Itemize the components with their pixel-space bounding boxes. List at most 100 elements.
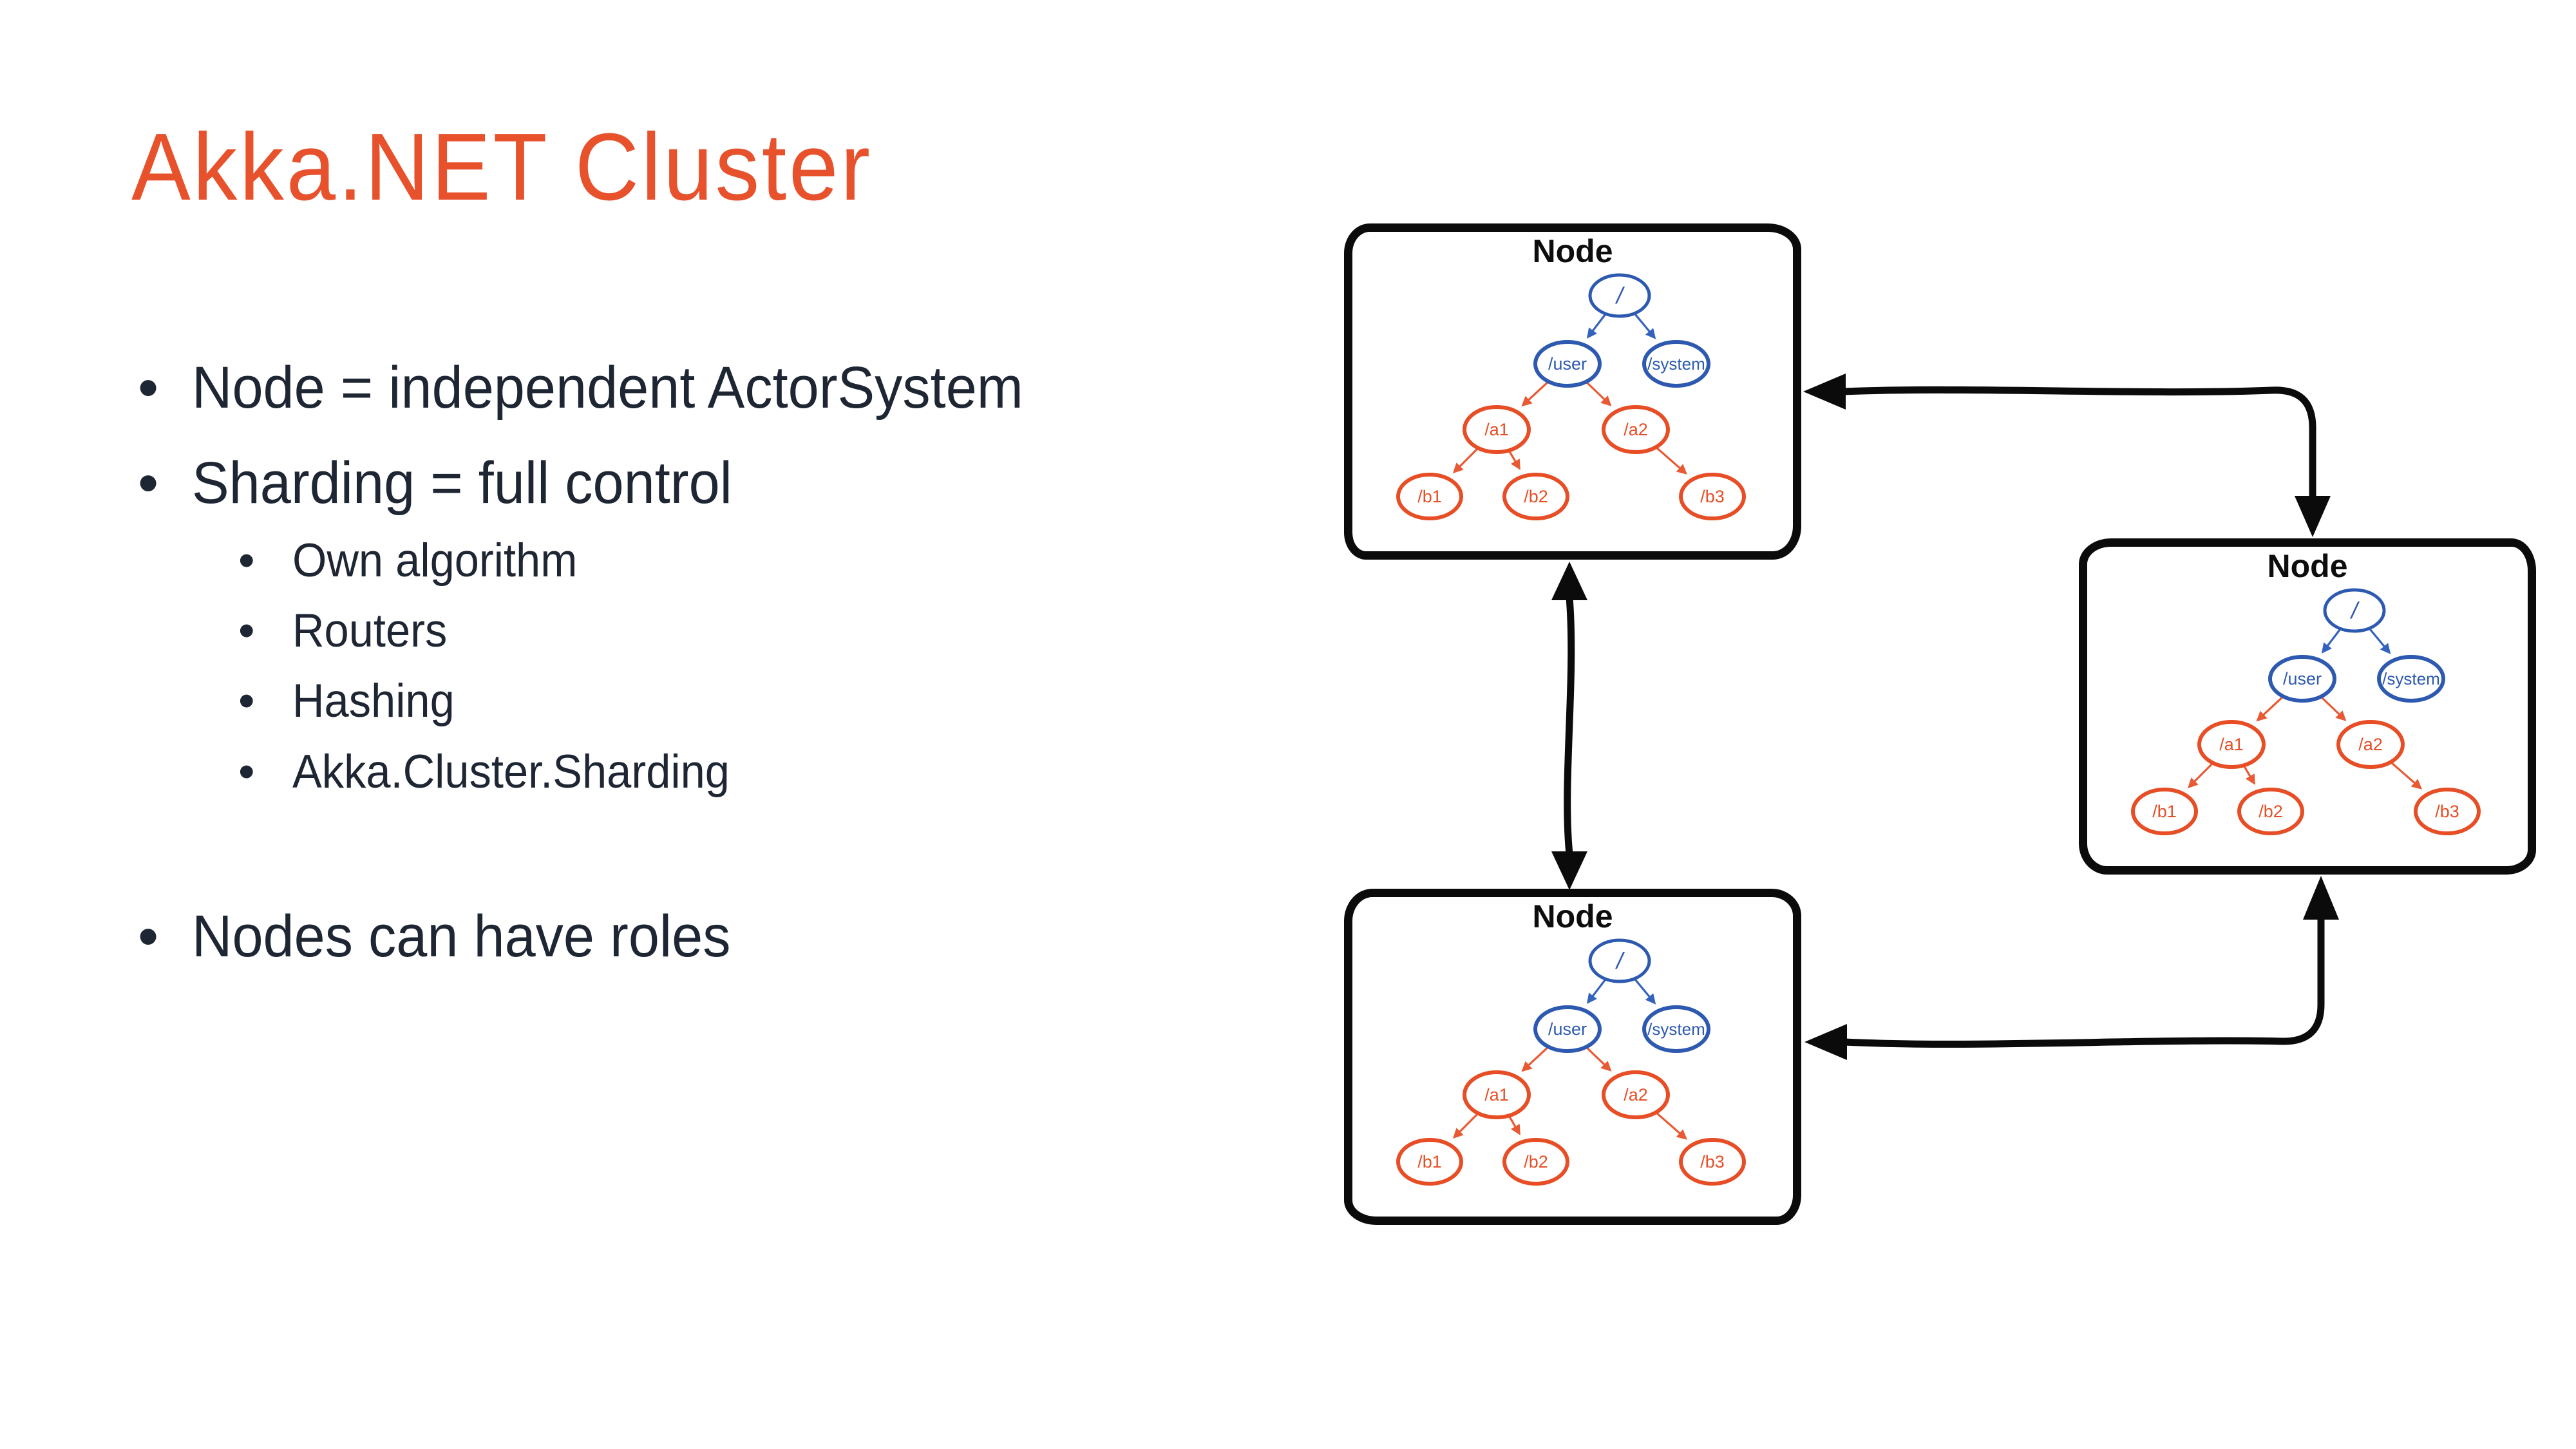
actor-edge-user-a1 [1521,381,1548,407]
actor-ellipse-b2 [2237,788,2304,835]
actor-label-a1: /a1 [2219,735,2244,754]
arrowhead-left2 [1804,1024,1847,1060]
connector-top-bottom [1564,594,1575,858]
actor-edge-user-a2 [2321,697,2347,721]
bullet-label: Akka.Cluster.Sharding [292,746,730,798]
actor-ellipse-a2 [1602,405,1670,454]
node-box-title: Node [1532,898,1613,934]
actor-label-b2: /b2 [1524,487,1548,506]
actor-ellipse-b3 [1679,1138,1746,1186]
bullet-dot: • [138,450,159,516]
actor-edge-a1-b1 [1452,1113,1478,1139]
actor-label-root: / [1615,948,1625,974]
actor-ellipse-system [2377,655,2445,703]
bullet-dot: • [138,355,159,421]
actor-tree: //user/system/a1/a2/b1/b2/b3 [2131,588,2481,835]
actor-edge-user-a2 [1586,382,1612,406]
actor-ellipse-user [1533,340,1602,388]
actor-label-a2: /a2 [1624,1085,1648,1104]
actor-ellipse-a1 [1463,405,1531,454]
slide-title: Akka.NET Cluster [131,114,873,220]
bullet-item: • Nodes can have roles [131,900,765,972]
actor-ellipse-b3 [2414,788,2481,835]
actor-ellipse-a2 [1602,1070,1670,1119]
actor-label-system: /system [2382,669,2440,688]
bullet-label: Node = independent ActorSystem [192,355,1023,421]
actor-tree: //user/system/a1/a2/b1/b2/b3 [1396,273,1746,520]
connector-right-bottom [1841,914,2325,1048]
actor-edge-user-a1 [1521,1046,1548,1072]
bullet-label: Hashing [292,675,455,727]
actor-ellipse-a1 [1463,1070,1531,1119]
node-box-title: Node [2267,548,2348,584]
bullet-item: • Akka.Cluster.Sharding [229,741,757,803]
actor-ellipse-system [1642,340,1710,388]
actor-ellipse-root [2323,588,2386,633]
bullet-label: Own algorithm [292,535,578,587]
actor-label-a1: /a1 [1484,1085,1509,1104]
arrowhead-left [1803,374,1846,410]
bullet-item: • Node = independent ActorSystem [131,352,1076,424]
bullet-item: • Hashing [229,670,465,732]
actor-label-a2: /a2 [1624,420,1648,439]
bullet-item: • Sharding = full control [131,447,766,519]
actor-ellipse-user [1533,1005,1602,1053]
bullet-item: • Own algorithm [229,530,596,592]
actor-edge-a1-b2 [1508,451,1520,470]
actor-ellipse-a2 [2336,720,2405,769]
actor-ellipse-b3 [1679,473,1746,520]
actor-edge-user-a2 [1586,1047,1612,1072]
actor-label-root: / [1615,283,1625,309]
arrowhead-down2 [2295,496,2331,537]
connector-right-top [1839,386,2316,501]
actor-edge-user-a1 [2256,696,2283,722]
actor-ellipse-user [2268,655,2336,703]
node-box-bottom: Node //user/system/a1/a2/b1/b2/b3 [1344,889,1801,1225]
actor-edge-a1-b2 [2243,766,2255,785]
actor-ellipse-b1 [1396,1138,1463,1186]
bullet-dot: • [238,675,255,727]
node-box-right: Node //user/system/a1/a2/b1/b2/b3 [2079,538,2536,875]
actor-tree: //user/system/a1/a2/b1/b2/b3 [1396,938,1746,1186]
actor-ellipse-a1 [2197,720,2266,769]
actor-edge-a2-b3 [1656,1112,1688,1140]
actor-label-user: /user [2283,669,2322,688]
bullet-label: Nodes can have roles [192,904,731,969]
arrowhead-down [1551,851,1587,890]
arrowhead-up [1551,562,1587,600]
actor-label-b3: /b3 [2435,802,2459,821]
bullet-label: Routers [292,605,448,657]
actor-label-b3: /b3 [1700,1152,1725,1171]
actor-label-a2: /a2 [2358,735,2383,754]
actor-edge-root-system [1634,314,1656,339]
actor-ellipse-root [1588,938,1651,983]
actor-label-b3: /b3 [1700,487,1725,506]
actor-edge-a1-b2 [1508,1116,1520,1135]
actor-label-user: /user [1548,1019,1587,1039]
actor-label-b2: /b2 [2259,802,2283,821]
actor-ellipse-root [1588,273,1651,318]
actor-edge-a1-b1 [1452,448,1478,474]
actor-edge-a2-b3 [2391,762,2423,790]
actor-edge-root-system [1634,979,1656,1005]
node-box-top: Node //user/system/a1/a2/b1/b2/b3 [1344,223,1801,560]
arrowhead-up2 [2303,876,2339,920]
actor-edge-root-user [1586,979,1606,1004]
actor-edge-a2-b3 [1656,447,1688,475]
actor-label-user: /user [1548,354,1587,374]
node-box-title: Node [1532,233,1613,269]
actor-label-b1: /b1 [1417,1152,1442,1171]
actor-ellipse-b2 [1502,1138,1569,1186]
actor-edge-root-user [1586,314,1606,339]
actor-ellipse-b2 [1502,473,1569,520]
bullet-dot: • [238,535,255,587]
actor-ellipse-system [1642,1005,1710,1053]
actor-label-b1: /b1 [2152,802,2177,821]
actor-edge-root-user [2321,629,2341,654]
actor-label-b1: /b1 [1417,487,1442,506]
actor-ellipse-b1 [1396,473,1463,520]
actor-edge-a1-b1 [2187,763,2213,789]
actor-label-system: /system [1647,1019,1705,1039]
